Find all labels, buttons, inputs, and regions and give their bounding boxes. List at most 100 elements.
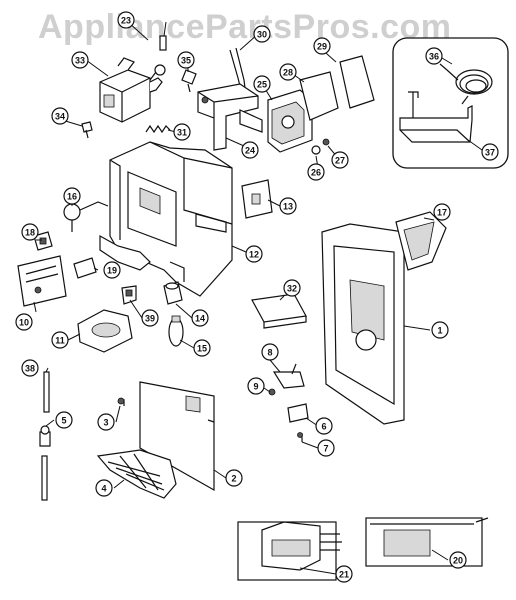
watermark: AppliancePartsPros.com	[38, 8, 452, 46]
switch-13	[241, 179, 273, 219]
callout-13: 13	[279, 197, 297, 215]
callout-24: 24	[241, 141, 259, 159]
rod-38	[43, 371, 50, 413]
callout-15: 15	[193, 339, 211, 357]
fitting-5	[39, 425, 51, 447]
cover-28	[299, 71, 339, 121]
callout-9: 9	[247, 377, 265, 395]
callout-bubble	[307, 163, 325, 181]
callout-number: 2	[231, 474, 236, 484]
tray-11	[77, 309, 133, 353]
screw-9	[268, 388, 276, 396]
spring-31	[145, 124, 171, 134]
plate-32	[251, 293, 307, 329]
callout-36: 36	[425, 47, 443, 65]
callout-bubble	[97, 413, 115, 431]
callout-bubble	[253, 25, 271, 43]
panel-10	[17, 255, 67, 307]
callout-number: 33	[75, 56, 85, 66]
callout-11: 11	[51, 331, 69, 349]
callout-6: 6	[315, 417, 333, 435]
callout-31: 31	[173, 123, 191, 141]
callout-bubble	[173, 123, 191, 141]
screw-3	[117, 397, 125, 406]
callout-bubble	[331, 151, 349, 169]
callout-14: 14	[191, 309, 209, 327]
clip-35	[181, 69, 197, 93]
callout-number: 18	[25, 228, 35, 238]
callout-number: 3	[103, 418, 108, 428]
housing-12	[99, 141, 233, 297]
callout-bubble	[117, 11, 135, 29]
callout-17: 17	[433, 203, 451, 221]
grommet-26	[311, 145, 321, 155]
callout-3: 3	[97, 413, 115, 431]
callout-bubble	[95, 479, 113, 497]
callout-bubble	[71, 51, 89, 69]
callout-bubble	[245, 245, 263, 263]
callout-4: 4	[95, 479, 113, 497]
callout-number: 13	[283, 202, 293, 212]
solenoid-33	[99, 57, 166, 123]
callout-28: 28	[279, 63, 297, 81]
callout-12: 12	[245, 245, 263, 263]
actuator-24	[197, 83, 263, 151]
callout-37: 37	[481, 143, 499, 161]
callout-number: 14	[195, 314, 205, 324]
callout-30: 30	[253, 25, 271, 43]
callout-19: 19	[103, 261, 121, 279]
screw-7	[297, 432, 303, 442]
callout-number: 31	[177, 128, 187, 138]
callout-number: 1	[437, 326, 442, 336]
callout-bubble	[313, 37, 331, 55]
callout-25: 25	[253, 75, 271, 93]
callout-bubble	[51, 331, 69, 349]
callout-number: 26	[311, 168, 321, 178]
callout-bubble	[103, 261, 121, 279]
callout-number: 34	[55, 112, 65, 122]
callout-number: 8	[267, 348, 272, 358]
callout-bubble	[431, 321, 449, 339]
callout-bubble	[449, 551, 467, 569]
switch-39	[121, 285, 137, 305]
callout-number: 10	[19, 318, 29, 328]
callout-bubble	[261, 343, 279, 361]
callout-number: 9	[253, 382, 258, 392]
switch-19	[73, 257, 97, 279]
inset-panel	[392, 37, 509, 169]
grille-4	[96, 449, 177, 499]
callout-26: 26	[307, 163, 325, 181]
switch-6	[287, 403, 309, 423]
callout-number: 38	[25, 364, 35, 374]
socket-14	[163, 281, 183, 305]
heater-20	[365, 517, 489, 567]
heater-21	[237, 521, 342, 581]
callout-number: 19	[107, 266, 117, 276]
callout-number: 30	[257, 30, 267, 40]
callout-bubble	[241, 141, 259, 159]
switch-18	[33, 231, 53, 251]
callout-bubble	[225, 469, 243, 487]
callout-2: 2	[225, 469, 243, 487]
callout-number: 24	[245, 146, 255, 156]
callout-number: 23	[121, 16, 131, 26]
screw-27	[322, 138, 330, 146]
callout-number: 20	[453, 556, 463, 566]
callout-bubble	[193, 339, 211, 357]
bracket-8	[272, 363, 305, 389]
callout-bubbles: 1234567891011121314151617181920212324252…	[15, 11, 499, 583]
bracket-37	[399, 91, 473, 143]
callout-7: 7	[317, 439, 335, 457]
callout-bubble	[335, 565, 353, 583]
wire-harness-36	[439, 63, 493, 105]
callout-number: 39	[145, 314, 155, 324]
callout-bubble	[283, 279, 301, 297]
callout-23: 23	[117, 11, 135, 29]
frame-1	[321, 223, 405, 425]
callout-bubble	[63, 187, 81, 205]
callout-number: 29	[317, 42, 327, 52]
callout-5: 5	[55, 411, 73, 429]
callout-number: 36	[429, 52, 439, 62]
callout-bubble	[279, 197, 297, 215]
pin-23	[159, 35, 167, 51]
